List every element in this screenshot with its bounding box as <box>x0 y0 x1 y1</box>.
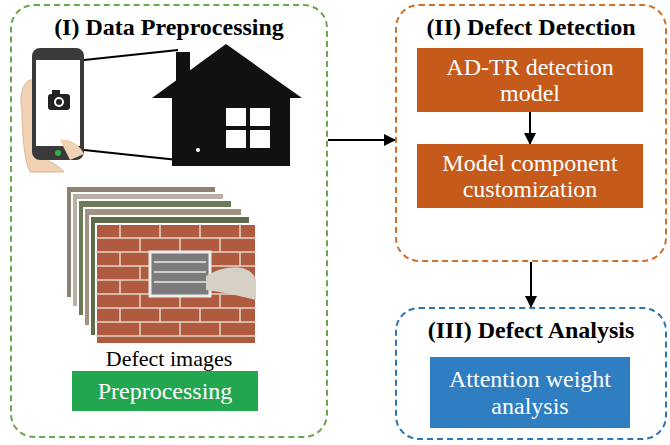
box-label: Preprocessing <box>98 378 233 404</box>
stage-panel: (II) Defect DetectionAD-TR detection mod… <box>395 4 667 262</box>
vent-figure <box>154 262 206 282</box>
box-label: Model component customization <box>425 150 635 203</box>
flow-arrow <box>530 262 532 307</box>
flow-arrow <box>328 139 395 141</box>
phone-button <box>55 150 61 156</box>
process-box: Model component customization <box>417 144 643 208</box>
phone-body <box>32 48 84 160</box>
house-door <box>196 148 200 152</box>
pipe-figure <box>206 267 256 300</box>
stage-panel: (III) Defect AnalysisAttention weight an… <box>395 307 667 440</box>
process-box: Preprocessing <box>72 371 258 411</box>
figure-caption: Defect images <box>10 347 328 371</box>
stage-panel: (I) Data PreprocessingPreprocessing <box>10 4 328 438</box>
house-roof <box>152 44 302 98</box>
house-window <box>226 108 270 148</box>
vent-figure <box>150 252 210 296</box>
sight-line <box>84 150 178 160</box>
panel-title: (III) Defect Analysis <box>397 317 665 343</box>
phone-screen <box>36 60 80 146</box>
panel-title: (I) Data Preprocessing <box>12 14 326 40</box>
house-chimney <box>176 52 190 86</box>
flow-arrow <box>529 112 531 144</box>
box-label: Attention weight analysis <box>438 366 622 419</box>
house-window <box>226 126 270 130</box>
process-box: AD-TR detection model <box>417 48 643 112</box>
sight-line <box>84 50 178 60</box>
panel-title: (II) Defect Detection <box>397 14 665 40</box>
camera-icon <box>48 94 70 110</box>
process-box: Attention weight analysis <box>430 357 630 428</box>
house-body <box>172 96 290 166</box>
camera-lens <box>54 97 64 107</box>
camera-lens <box>56 99 62 105</box>
box-label: AD-TR detection model <box>425 54 635 107</box>
camera-icon <box>52 90 60 95</box>
thumb-figure <box>60 140 84 160</box>
brick-photo <box>96 224 256 344</box>
